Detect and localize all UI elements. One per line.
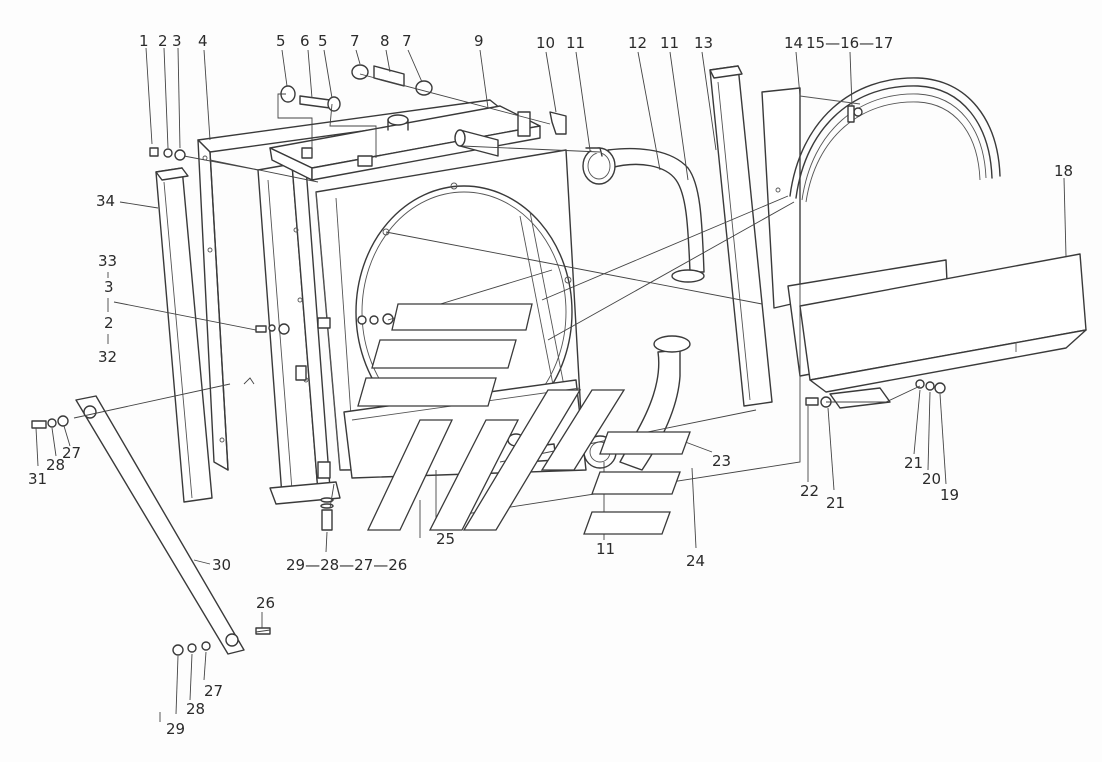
curved-cover-strip [789, 77, 1001, 203]
callout-27b: 27 [204, 682, 223, 700]
callout-leaders [35, 47, 1067, 715]
callout-4: 4 [198, 32, 208, 50]
callout-26: 26 [256, 594, 275, 612]
callout-32: 32 [98, 348, 117, 366]
callout-labels: 1 2 3 4 5 6 5 7 8 7 9 10 11 12 11 13 14 … [28, 32, 1073, 738]
callout-7b: 7 [402, 32, 412, 50]
callout-28b: 28 [186, 700, 205, 718]
callout-24: 24 [686, 552, 705, 570]
callout-21b: 21 [904, 454, 923, 472]
callout-11c: 11 [596, 540, 615, 558]
callout-21: 21 [826, 494, 845, 512]
callout-2: 2 [158, 32, 168, 50]
callout-34: 34 [96, 192, 115, 210]
callout-30: 30 [212, 556, 231, 574]
logo-watermark [357, 303, 691, 535]
callout-14: 14 [784, 34, 803, 52]
callout-13: 13 [694, 34, 713, 52]
callout-23: 23 [712, 452, 731, 470]
callout-3: 3 [172, 32, 182, 50]
callout-12: 12 [628, 34, 647, 52]
callout-33: 33 [98, 252, 117, 270]
callout-2b: 2 [104, 314, 114, 332]
callout-20: 20 [922, 470, 941, 488]
callout-5b: 5 [318, 32, 328, 50]
callout-11: 11 [566, 34, 585, 52]
callout-8: 8 [380, 32, 390, 50]
fan-guard-panel [787, 253, 1087, 409]
mounting-strap [75, 395, 245, 655]
callout-11b: 11 [660, 34, 679, 52]
fasteners [31, 64, 946, 656]
label-ticks [107, 272, 161, 722]
callout-29-26: 29—28—27—26 [286, 556, 407, 574]
upper-radiator-hose [582, 147, 705, 283]
callout-10: 10 [536, 34, 555, 52]
callout-6: 6 [300, 32, 310, 50]
callout-18: 18 [1054, 162, 1073, 180]
right-shroud-pillar [709, 65, 773, 407]
callout-25: 25 [436, 530, 455, 548]
right-side-plate [761, 87, 801, 309]
callout-7: 7 [350, 32, 360, 50]
left-shroud-pillar [155, 167, 213, 503]
callout-28: 28 [46, 456, 65, 474]
callout-1: 1 [139, 32, 149, 50]
callout-19: 19 [940, 486, 959, 504]
callout-9: 9 [474, 32, 484, 50]
callout-29b: 29 [166, 720, 185, 738]
callout-31: 31 [28, 470, 47, 488]
callout-5: 5 [276, 32, 286, 50]
callout-3b: 3 [104, 278, 114, 296]
callout-27: 27 [62, 444, 81, 462]
callout-22: 22 [800, 482, 819, 500]
callout-15-17: 15—16—17 [806, 34, 893, 52]
